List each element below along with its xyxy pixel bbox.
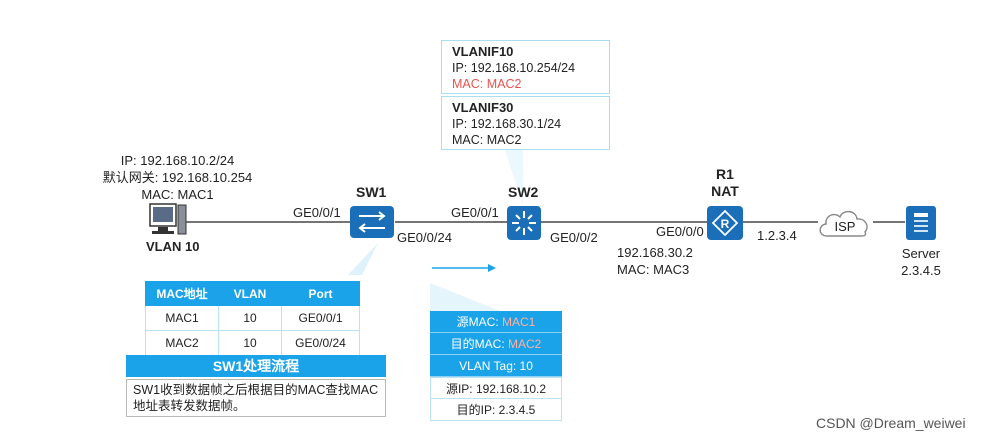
pc-gateway: 默认网关: 192.168.10.254	[102, 170, 253, 185]
packet-dst-mac-label: 目的MAC:	[450, 337, 508, 351]
table-cell: MAC1	[145, 305, 219, 331]
l3-switch-icon	[507, 206, 541, 240]
server-ip: 2.3.4.5	[901, 263, 941, 278]
vlanif10-mac: MAC: MAC2	[452, 77, 522, 91]
vlanif30-card: VLANIF30 IP: 192.168.30.1/24 MAC: MAC2	[441, 96, 610, 150]
r1-ip: 192.168.30.2	[617, 245, 693, 260]
sw2-port-right: GE0/0/2	[550, 230, 598, 245]
packet-dst-ip: 目的IP: 2.3.4.5	[430, 399, 562, 421]
table-cell: GE0/0/24	[281, 330, 360, 356]
packet-src-mac-label: 源MAC:	[456, 315, 502, 329]
process-title: SW1处理流程	[126, 355, 386, 377]
pc-icon	[149, 203, 187, 235]
table-cell: 10	[218, 305, 282, 331]
pc-info: IP: 192.168.10.2/24 默认网关: 192.168.10.254…	[90, 152, 265, 203]
sw1-port-right: GE0/0/24	[397, 230, 452, 245]
process-text: SW1收到数据帧之后根据目的MAC查找MAC地址表转发数据帧。	[126, 379, 386, 417]
r1-wan-ip: 1.2.3.4	[757, 228, 797, 243]
mac-table-header: VLAN	[218, 281, 282, 306]
r1-role: NAT	[711, 183, 739, 199]
r1-name: R1	[716, 166, 734, 182]
isp-label: ISP	[834, 219, 856, 234]
mac-table-header: Port	[281, 281, 360, 306]
mac-address-table: MAC地址 VLAN Port MAC1 10 GE0/0/1 MAC2 10 …	[145, 281, 360, 356]
vlanif10-card: VLANIF10 IP: 192.168.10.254/24 MAC: MAC2	[441, 40, 610, 94]
watermark: CSDN @Dream_weiwei	[816, 415, 966, 431]
isp-cloud-icon	[819, 210, 868, 237]
vlanif10-ip: IP: 192.168.10.254/24	[452, 61, 576, 75]
router-icon: R	[707, 206, 743, 240]
packet-dst-mac: 目的MAC: MAC2	[430, 333, 562, 355]
vlanif30-ip: IP: 192.168.30.1/24	[452, 117, 562, 131]
vlanif30-mac: MAC: MAC2	[452, 133, 522, 147]
svg-text:R: R	[721, 217, 730, 231]
mac-table-header: MAC地址	[145, 281, 219, 306]
packet-dst-mac-value: MAC2	[508, 337, 542, 351]
pc-ip: IP: 192.168.10.2/24	[120, 153, 235, 168]
switch-icon	[350, 206, 394, 238]
pc-vlan: VLAN 10	[146, 239, 200, 254]
sw2-name: SW2	[508, 184, 539, 200]
packet-vlan-tag: VLAN Tag: 10	[430, 355, 562, 377]
table-cell: MAC2	[145, 330, 219, 356]
vlanif30-title: VLANIF30	[452, 100, 514, 115]
table-cell: GE0/0/1	[281, 305, 360, 331]
sw2-port-left: GE0/0/1	[451, 205, 499, 220]
pc-mac: MAC: MAC1	[141, 187, 214, 202]
packet-src-mac: 源MAC: MAC1	[430, 311, 562, 333]
r1-mac: MAC: MAC3	[617, 262, 690, 277]
sw1-port-left: GE0/0/1	[293, 205, 341, 220]
sw1-name: SW1	[356, 184, 387, 200]
r1-port: GE0/0/0	[656, 224, 704, 239]
r1-header: R1 NAT	[700, 166, 750, 200]
table-row: MAC2 10 GE0/0/24	[145, 330, 360, 356]
server-label: Server	[901, 246, 941, 261]
server-info: Server 2.3.4.5	[891, 245, 951, 279]
table-cell: 10	[218, 330, 282, 356]
table-row: MAC1 10 GE0/0/1	[145, 305, 360, 331]
vlanif10-title: VLANIF10	[452, 44, 514, 59]
packet-src-mac-value: MAC1	[502, 315, 536, 329]
server-icon	[906, 206, 936, 240]
packet-src-ip: 源IP: 192.168.10.2	[430, 377, 562, 399]
